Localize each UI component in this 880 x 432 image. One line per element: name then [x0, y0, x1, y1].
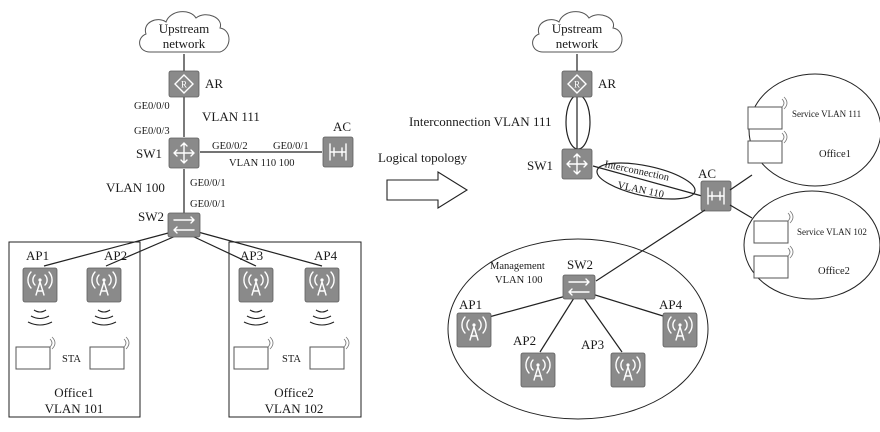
link-sw2-ap1 [43, 231, 173, 267]
ap2-icon-right [520, 352, 556, 388]
ap2-label-right: AP2 [513, 333, 536, 348]
link-sw2-ap3 [189, 234, 257, 267]
port-sw1-ac: GE0/0/2 [212, 141, 248, 152]
sw1-switch-icon-left [168, 137, 200, 169]
ar-router-icon-left [168, 70, 200, 98]
sw2-label-left: SW2 [138, 209, 164, 224]
interconnect-110-line1: Interconnection [603, 159, 670, 184]
ap3-icon-right [610, 352, 646, 388]
office1-service-vlan: Service VLAN 111 [792, 109, 861, 119]
physical-topology: Upstream network AR SW1 AC SW2 GE0/0/0 V… [8, 11, 362, 418]
upstream-network-cloud-right: Upstream network [532, 11, 623, 53]
sta-laptop-icon [747, 96, 788, 130]
ap2-icon-left [86, 267, 122, 303]
port-ac: GE0/0/1 [273, 141, 309, 152]
arrow-label: Logical topology [378, 150, 468, 165]
port-sw1-down: GE0/0/1 [190, 178, 226, 189]
wifi-waves-icon [91, 309, 117, 326]
sta-laptop-icon [753, 245, 794, 279]
management-line2: VLAN 100 [495, 275, 543, 286]
ac-controller-icon-left [322, 136, 354, 168]
office2-service-vlan: Service VLAN 102 [797, 227, 867, 237]
ar-router-icon-right [561, 70, 593, 98]
ap3-icon-left [238, 267, 274, 303]
ap1-label-right: AP1 [459, 297, 482, 312]
link-sw2-ap3-right [583, 297, 623, 353]
ap1-icon-right [456, 312, 492, 348]
link-ac-sw2-right [595, 209, 706, 282]
ap2-label-left: AP2 [104, 248, 127, 263]
ap3-label-left: AP3 [240, 248, 263, 263]
sta-label-office2: STA [282, 354, 301, 365]
wifi-waves-icon [309, 309, 335, 326]
sw2-label-right: SW2 [567, 257, 593, 272]
link-ac-office1 [729, 174, 753, 191]
management-ellipse [447, 238, 709, 420]
cloud-label-right-line2: network [556, 36, 599, 51]
office1-name: Office1 [54, 385, 93, 400]
port-sw1-up: GE0/0/3 [134, 126, 170, 137]
office1-name-right: Office1 [819, 149, 851, 160]
vlan-sw1-ac: VLAN 110 100 [229, 158, 295, 169]
ap1-icon-left [22, 267, 58, 303]
office2-name: Office2 [274, 385, 313, 400]
ar-label-right: AR [598, 76, 616, 91]
cloud-label-right-line1: Upstream [552, 21, 603, 36]
sta-laptop-icon [309, 336, 350, 370]
right-arrow-icon [386, 171, 469, 209]
sw2-switch-icon-left [167, 212, 201, 238]
office1-vlan: VLAN 101 [45, 401, 104, 416]
port-sw2-up: GE0/0/1 [190, 199, 226, 210]
ap3-label-right: AP3 [581, 337, 604, 352]
ap4-label-left: AP4 [314, 248, 338, 263]
ap1-label-left: AP1 [26, 248, 49, 263]
link-sw2-ap2 [105, 234, 179, 267]
office2-vlan: VLAN 102 [265, 401, 324, 416]
link-ac-office2 [729, 204, 753, 219]
logical-topology-arrow: Logical topology [378, 150, 469, 209]
sw1-label-left: SW1 [136, 146, 162, 161]
logical-topology: Upstream network Interconnection VLAN 11… [409, 11, 880, 420]
ar-label-left: AR [205, 76, 223, 91]
office2-name-right: Office2 [818, 266, 850, 277]
sta-laptop-icon [15, 336, 56, 370]
office1-box [8, 241, 141, 418]
sta-laptop-icon [753, 210, 794, 244]
link-sw2-ap4-right [591, 293, 677, 321]
interconnect-111-ellipse [565, 94, 591, 150]
ac-label-right: AC [698, 166, 716, 181]
upstream-network-cloud-left: Upstream network [139, 11, 230, 53]
interconnect-110-ellipse [596, 162, 696, 200]
cloud-label-left-line1: Upstream [159, 21, 210, 36]
ac-label-left: AC [333, 119, 351, 134]
sw2-switch-icon-right [562, 274, 596, 300]
sw1-switch-icon-right [561, 148, 593, 180]
office2-ellipse [743, 190, 880, 300]
sw1-label-right: SW1 [527, 158, 553, 173]
sta-laptop-icon [233, 336, 274, 370]
link-sw2-ap1-right [477, 295, 567, 321]
cloud-label-left-line2: network [163, 36, 206, 51]
link-sw2-ap2-right [539, 297, 575, 353]
management-line1: Management [490, 261, 545, 272]
sta-label-office1: STA [62, 354, 81, 365]
interconnect-111-label: Interconnection VLAN 111 [409, 114, 551, 129]
office1-ellipse [748, 73, 880, 187]
vlan-sw1-sw2: VLAN 100 [106, 180, 165, 195]
port-ar-ge: GE0/0/0 [134, 101, 170, 112]
wifi-waves-icon [243, 309, 269, 326]
sta-laptop-icon [747, 130, 788, 164]
ap4-icon-right [662, 312, 698, 348]
vlan-ar-sw1: VLAN 111 [202, 109, 260, 124]
office2-box [228, 241, 362, 418]
link-sw2-ap4 [197, 231, 323, 267]
sta-laptop-icon [89, 336, 130, 370]
ac-controller-icon-right [700, 180, 732, 212]
ap4-label-right: AP4 [659, 297, 683, 312]
ap4-icon-left [304, 267, 340, 303]
link-sw1-ac-right [592, 165, 703, 197]
wifi-waves-icon [27, 309, 53, 326]
